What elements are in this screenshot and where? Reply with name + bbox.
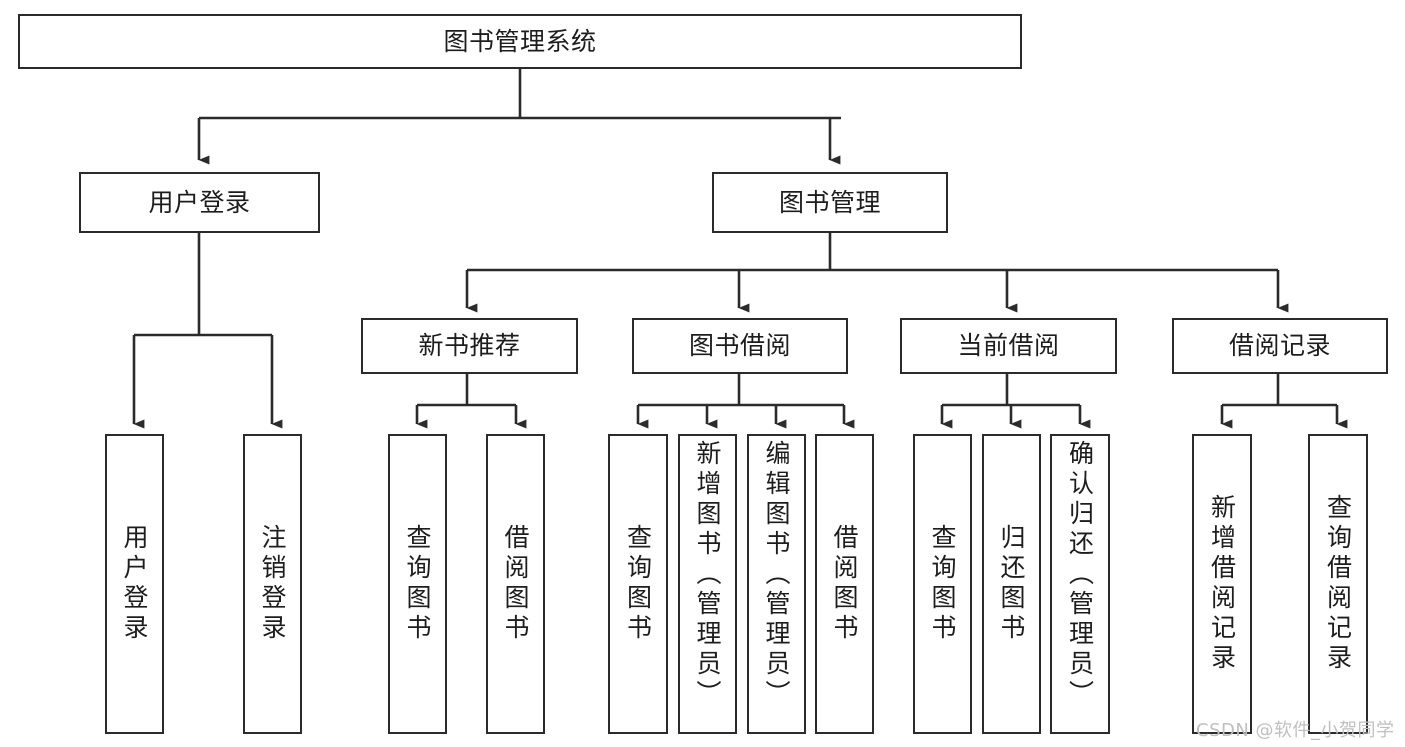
node-label: 借阅图书 <box>830 524 859 644</box>
leaf-return-book[interactable]: 归还图书 <box>982 434 1041 734</box>
node-user-login[interactable]: 用户登录 <box>79 172 320 233</box>
node-label: 查询图书 <box>623 524 653 644</box>
node-label: 查询图书 <box>928 524 957 644</box>
node-label: 借阅记录 <box>1228 331 1331 360</box>
node-label: 图书借阅 <box>688 331 791 360</box>
leaf-query-book-current[interactable]: 查询图书 <box>913 434 972 734</box>
node-label: 归还图书 <box>997 524 1026 644</box>
node-label: 用户登录 <box>148 187 251 217</box>
leaf-edit-book-admin[interactable]: 编辑图书（管理员） <box>747 434 806 734</box>
node-label: 借阅图书 <box>501 524 530 644</box>
leaf-query-book-borrow[interactable]: 查询图书 <box>608 434 668 734</box>
node-label: 查询图书 <box>403 524 432 644</box>
node-label: 编辑图书（管理员） <box>762 440 791 710</box>
node-current-borrow[interactable]: 当前借阅 <box>900 318 1117 374</box>
node-label: 确认归还（管理员） <box>1065 440 1095 710</box>
leaf-query-book-recommend[interactable]: 查询图书 <box>388 434 447 734</box>
node-label: 新增借阅记录 <box>1207 494 1237 674</box>
node-label: 图书管理系统 <box>443 26 597 56</box>
leaf-logout[interactable]: 注销登录 <box>243 434 302 734</box>
leaf-borrow-book-recommend[interactable]: 借阅图书 <box>486 434 545 734</box>
node-label: 新书推荐 <box>418 331 521 360</box>
node-label: 用户登录 <box>120 524 149 644</box>
node-label: 图书管理 <box>778 187 881 217</box>
leaf-add-borrow-record[interactable]: 新增借阅记录 <box>1192 434 1252 734</box>
leaf-confirm-return-admin[interactable]: 确认归还（管理员） <box>1050 434 1110 734</box>
leaf-borrow-book[interactable]: 借阅图书 <box>815 434 874 734</box>
node-book-borrow[interactable]: 图书借阅 <box>632 318 848 374</box>
node-label: 注销登录 <box>258 524 287 644</box>
leaf-query-borrow-record[interactable]: 查询借阅记录 <box>1308 434 1368 734</box>
node-label: 新增图书（管理员） <box>693 440 722 710</box>
node-new-book-recommend[interactable]: 新书推荐 <box>361 318 578 374</box>
node-borrow-record[interactable]: 借阅记录 <box>1172 318 1388 374</box>
node-root-system[interactable]: 图书管理系统 <box>18 14 1022 69</box>
csdn-watermark: CSDN @软件_小贺同学 <box>1196 720 1395 741</box>
node-book-management[interactable]: 图书管理 <box>712 172 948 233</box>
leaf-user-login[interactable]: 用户登录 <box>105 434 164 734</box>
node-label: 查询借阅记录 <box>1323 494 1353 674</box>
node-label: 当前借阅 <box>957 331 1060 360</box>
leaf-add-book-admin[interactable]: 新增图书（管理员） <box>678 434 737 734</box>
